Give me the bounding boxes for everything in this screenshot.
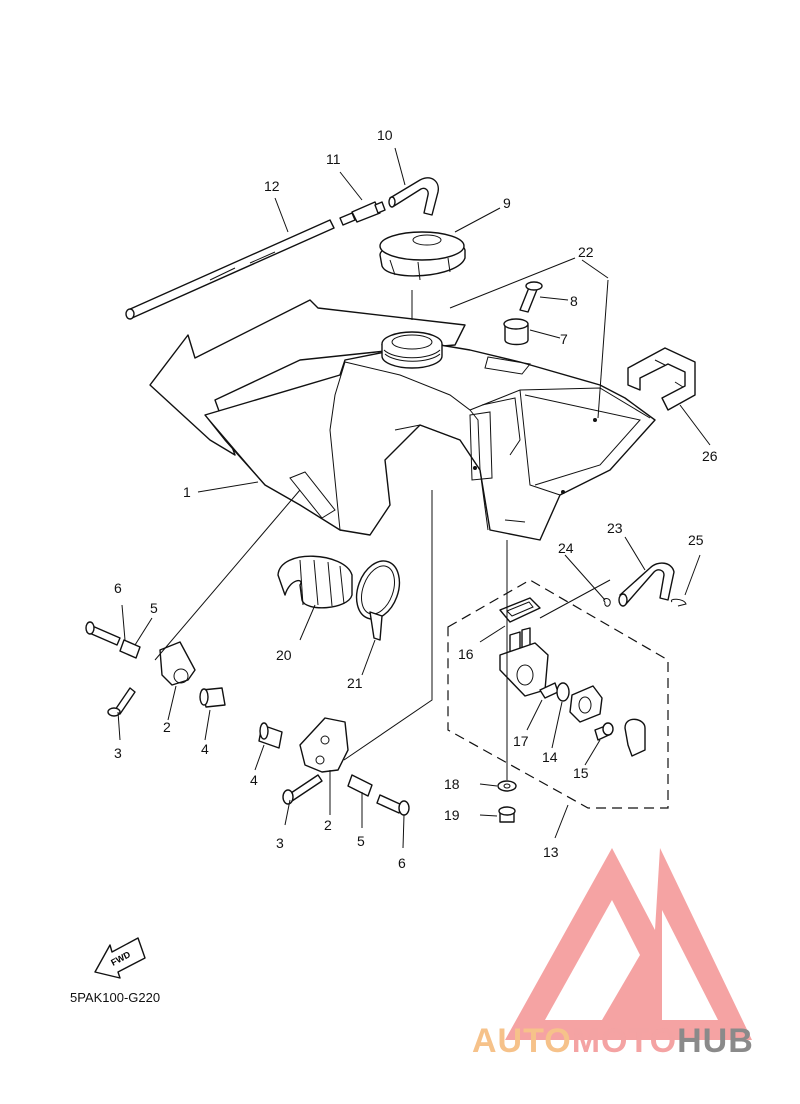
part-label-1: 1 bbox=[183, 484, 191, 500]
part-label-16: 16 bbox=[458, 646, 474, 662]
part-label-20: 20 bbox=[276, 647, 292, 663]
part-label-17: 17 bbox=[513, 733, 529, 749]
leader-lines bbox=[117, 147, 711, 849]
fuel-cock-part-13 bbox=[497, 597, 646, 823]
clip-part-25 bbox=[670, 598, 687, 607]
part-label-8: 8 bbox=[570, 293, 578, 309]
collar-part-7 bbox=[503, 318, 529, 346]
watermark-auto: AUTO bbox=[472, 1022, 572, 1060]
part-label-26: 26 bbox=[702, 448, 718, 464]
part-label-7: 7 bbox=[560, 331, 568, 347]
breather-hose-part-10 bbox=[388, 177, 439, 216]
watermark-hub: HUB bbox=[677, 1022, 754, 1060]
fuel-cap-part-9 bbox=[379, 231, 466, 281]
part-label-2-lower: 2 bbox=[324, 817, 332, 833]
part-label-13: 13 bbox=[543, 844, 559, 860]
damper-part-20 bbox=[277, 555, 353, 609]
watermark-text: AUTOMOTOHUB bbox=[472, 1022, 754, 1061]
part-label-22: 22 bbox=[578, 244, 594, 260]
watermark-moto: MOTO bbox=[571, 1022, 678, 1060]
fuel-tank-part-1 bbox=[204, 331, 656, 541]
forward-arrow-icon: FWD bbox=[94, 937, 146, 979]
drawing-code: 5PAK100-G220 bbox=[70, 990, 161, 1005]
part-label-9: 9 bbox=[503, 195, 511, 211]
fuel-cock-assembly-boundary bbox=[447, 579, 669, 809]
part-label-3: 3 bbox=[114, 745, 122, 761]
part-label-12: 12 bbox=[264, 178, 280, 194]
part-label-3-lower: 3 bbox=[276, 835, 284, 851]
part-label-10: 10 bbox=[377, 127, 393, 143]
part-label-23: 23 bbox=[607, 520, 623, 536]
upper-left-fasteners bbox=[85, 621, 226, 717]
part-label-19: 19 bbox=[444, 807, 460, 823]
part-label-2: 2 bbox=[163, 719, 171, 735]
part-label-6-lower: 6 bbox=[398, 855, 406, 871]
part-label-14: 14 bbox=[542, 749, 558, 765]
part-label-11: 11 bbox=[326, 151, 341, 167]
check-valve-part-11 bbox=[339, 201, 386, 226]
bracket-part-26 bbox=[627, 347, 696, 411]
part-label-15: 15 bbox=[573, 765, 589, 781]
part-label-6: 6 bbox=[114, 580, 122, 596]
part-label-25: 25 bbox=[688, 532, 704, 548]
part-label-18: 18 bbox=[444, 776, 460, 792]
part-labels: 1 2 3 4 5 6 7 8 9 10 11 12 13 14 15 16 1… bbox=[114, 127, 718, 871]
fuel-hose-part-23 bbox=[618, 562, 675, 607]
band-part-21 bbox=[355, 560, 401, 641]
bolt-part-8 bbox=[519, 281, 543, 313]
lower-fasteners bbox=[258, 717, 410, 816]
part-label-5: 5 bbox=[150, 600, 158, 616]
vent-hose-part-12 bbox=[125, 219, 335, 320]
part-label-24: 24 bbox=[558, 540, 574, 556]
part-label-5-lower: 5 bbox=[357, 833, 365, 849]
part-label-4-lower: 4 bbox=[250, 772, 258, 788]
automotohub-logo-icon bbox=[505, 848, 752, 1040]
part-label-21: 21 bbox=[347, 675, 363, 691]
part-label-4: 4 bbox=[201, 741, 209, 757]
